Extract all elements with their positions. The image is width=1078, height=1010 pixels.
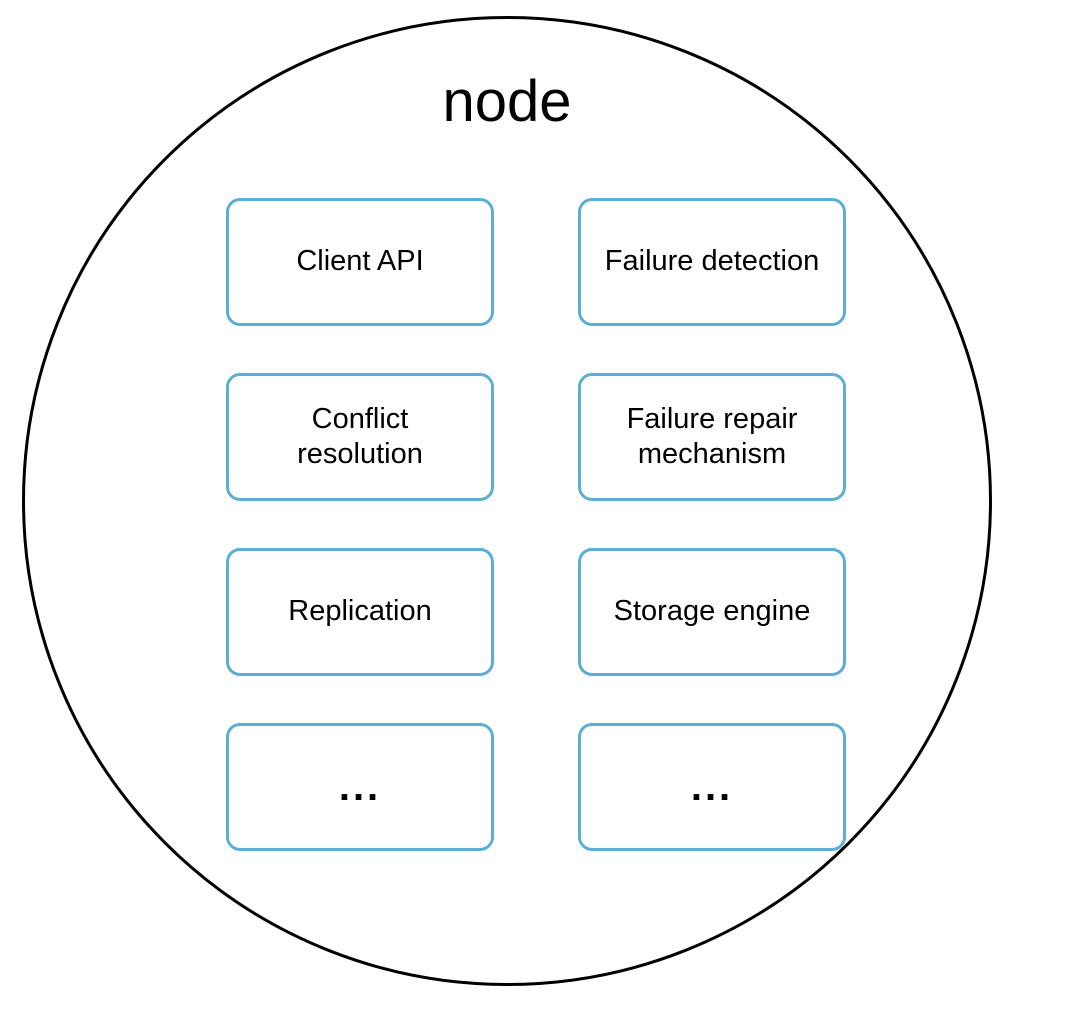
- node-boundary-circle: [22, 16, 992, 986]
- ellipsis-icon-left: ...: [338, 764, 382, 809]
- component-label-conflict-resolution: Conflict resolution: [297, 402, 423, 470]
- component-label-storage-engine: Storage engine: [613, 595, 811, 628]
- component-box-conflict-resolution[interactable]: Conflict resolution: [226, 373, 494, 501]
- component-box-client-api[interactable]: Client API: [226, 198, 494, 326]
- component-box-failure-detection[interactable]: Failure detection: [578, 198, 846, 326]
- node-title: node: [442, 69, 572, 134]
- ellipsis-icon-right: ...: [690, 764, 734, 809]
- component-box-more-left[interactable]: ...: [226, 723, 494, 851]
- component-box-replication[interactable]: Replication: [226, 548, 494, 676]
- component-box-failure-repair-mechanism[interactable]: Failure repair mechanism: [578, 373, 846, 501]
- component-box-more-right[interactable]: ...: [578, 723, 846, 851]
- component-label-failure-repair-mechanism: Failure repair mechanism: [626, 402, 798, 470]
- component-label-client-api: Client API: [296, 245, 424, 278]
- component-grid: Client API Failure detection Conflict re…: [226, 198, 846, 853]
- component-box-storage-engine[interactable]: Storage engine: [578, 548, 846, 676]
- component-label-replication: Replication: [288, 595, 432, 628]
- component-label-failure-detection: Failure detection: [604, 245, 820, 278]
